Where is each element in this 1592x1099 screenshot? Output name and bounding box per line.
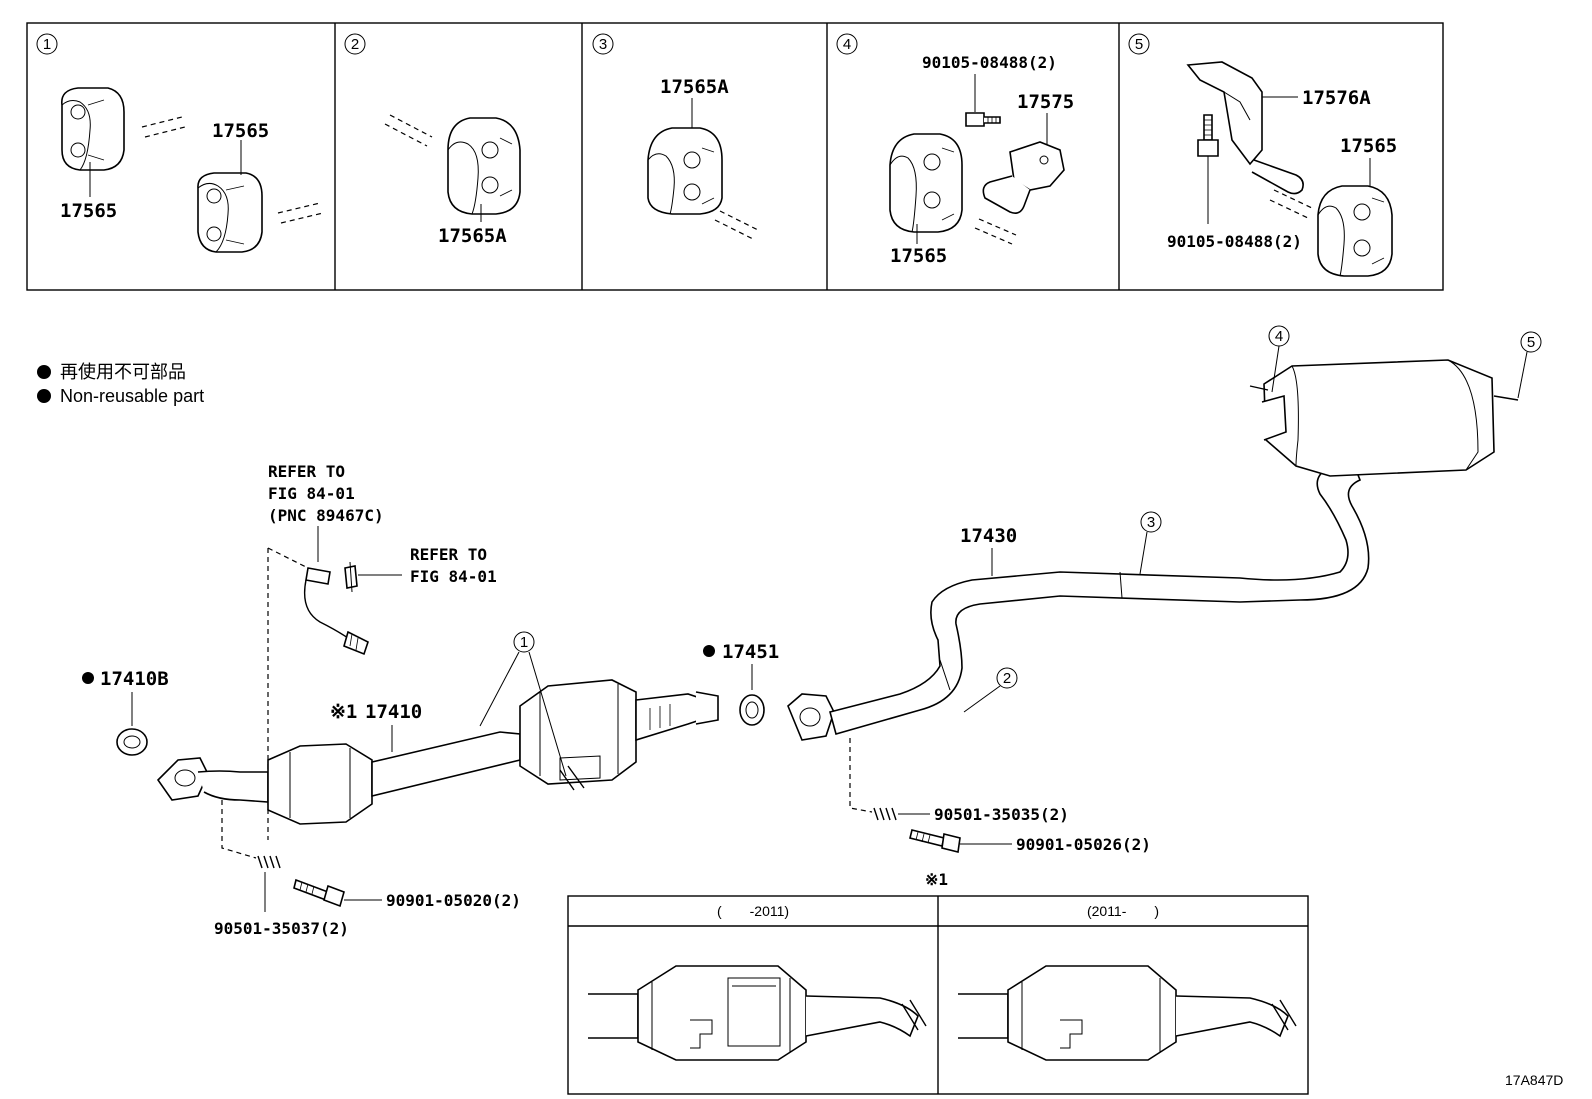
bolt-icon — [965, 112, 1001, 127]
gasket-icon — [739, 694, 765, 726]
part-label: 17576A — [1302, 87, 1371, 109]
part-label: 17410 — [365, 701, 422, 723]
figure-code: 17A847D — [1505, 1072, 1563, 1088]
note-mark: ※1 — [925, 870, 948, 889]
bolt-icon — [909, 829, 961, 853]
part-label: 17565 — [60, 200, 117, 222]
spring-icon — [873, 807, 897, 821]
part-17410: ※1 17410 1 — [156, 631, 719, 825]
panel-number: 3 — [599, 36, 607, 53]
refer-note: FIG 84-01 — [410, 567, 497, 586]
refer-note: REFER TO — [410, 545, 487, 564]
bolt-icon — [1197, 114, 1219, 157]
rubber-hanger-icon — [447, 117, 521, 215]
part-label: 17565A — [660, 76, 729, 98]
callout-number: 1 — [520, 634, 528, 651]
part-label: 90105-08488(2) — [922, 53, 1057, 72]
callout-number: 5 — [1527, 334, 1535, 351]
rubber-hanger-icon — [61, 87, 125, 171]
inset-panel-row — [26, 22, 1444, 291]
front-exhaust-pipe-icon — [156, 679, 719, 825]
callout-number: 4 — [1275, 328, 1283, 345]
part-17430: 17430 2 3 4 5 — [787, 325, 1542, 741]
part-17451: 17451 — [703, 641, 779, 726]
legend-jp: 再使用不可部品 — [60, 362, 186, 382]
part-label: 90501-35037(2) — [214, 919, 349, 938]
callout-number: 3 — [1147, 514, 1155, 531]
panel-number: 1 — [43, 36, 51, 53]
oxygen-sensor-area: REFER TO FIG 84-01 (PNC 89467C) REFER TO… — [267, 462, 497, 840]
inset-panel-5: 5 17576A 90105-08488(2) 17565 — [1128, 33, 1397, 277]
part-label: 17410B — [100, 668, 169, 690]
inset-panel-1: 1 17565 17565 — [36, 33, 324, 253]
converter-variant-left-icon — [588, 965, 927, 1061]
clip-icon — [344, 561, 358, 593]
part-label: 17451 — [722, 641, 779, 663]
part-label: 17565 — [1340, 135, 1397, 157]
rubber-hanger-icon — [1317, 185, 1393, 277]
part-label: 17430 — [960, 525, 1017, 547]
hanger-pin-icon — [277, 202, 324, 224]
muffler-bracket-icon — [1186, 61, 1304, 195]
panel-number: 2 — [351, 36, 359, 53]
variant-header-right: (2011- ) — [1087, 903, 1159, 919]
part-label: 17565 — [212, 120, 269, 142]
bolt-icon — [293, 878, 345, 908]
refer-note: (PNC 89467C) — [268, 506, 384, 525]
inset-panel-3: 3 17565A — [592, 33, 761, 241]
refer-note: REFER TO — [268, 462, 345, 481]
part-label: 90901-05026(2) — [1016, 835, 1151, 854]
hanger-bracket-icon — [982, 141, 1065, 214]
rubber-hanger-icon — [889, 133, 963, 233]
part-label: 90501-35035(2) — [934, 805, 1069, 824]
inset-panel-2: 2 17565A — [344, 33, 521, 247]
rubber-hanger-icon — [197, 172, 263, 253]
legend-en: Non-reusable part — [60, 386, 204, 406]
center-pipe-icon — [787, 359, 1519, 741]
hanger-pin-icon — [141, 116, 186, 138]
oxygen-sensor-icon — [303, 567, 369, 656]
part-label: 90901-05020(2) — [386, 891, 521, 910]
panel-number: 5 — [1135, 36, 1143, 53]
refer-note: FIG 84-01 — [268, 484, 355, 503]
front-bolts: 90501-35037(2) 90901-05020(2) — [214, 800, 521, 938]
spring-icon — [257, 855, 281, 869]
variant-table: ※1 ( -2011) (2011- ) — [567, 870, 1309, 1095]
note-mark: ※1 — [330, 701, 357, 723]
variant-header-left: ( -2011) — [717, 903, 789, 919]
rear-bolts: 90501-35035(2) 90901-05026(2) — [849, 738, 1151, 854]
callout-number: 2 — [1003, 670, 1011, 687]
part-label: 17565 — [890, 245, 947, 267]
rubber-hanger-icon — [647, 127, 723, 215]
legend: 再使用不可部品 Non-reusable part — [37, 362, 204, 406]
part-label: 17565A — [438, 225, 507, 247]
gasket-icon — [116, 728, 148, 756]
part-label: 17575 — [1017, 91, 1074, 113]
inset-panel-4: 4 90105-08488(2) 17575 17565 — [836, 33, 1074, 267]
part-17410B: 17410B — [82, 668, 169, 756]
part-label: 90105-08488(2) — [1167, 232, 1302, 251]
panel-number: 4 — [843, 36, 851, 53]
converter-variant-right-icon — [958, 965, 1297, 1061]
